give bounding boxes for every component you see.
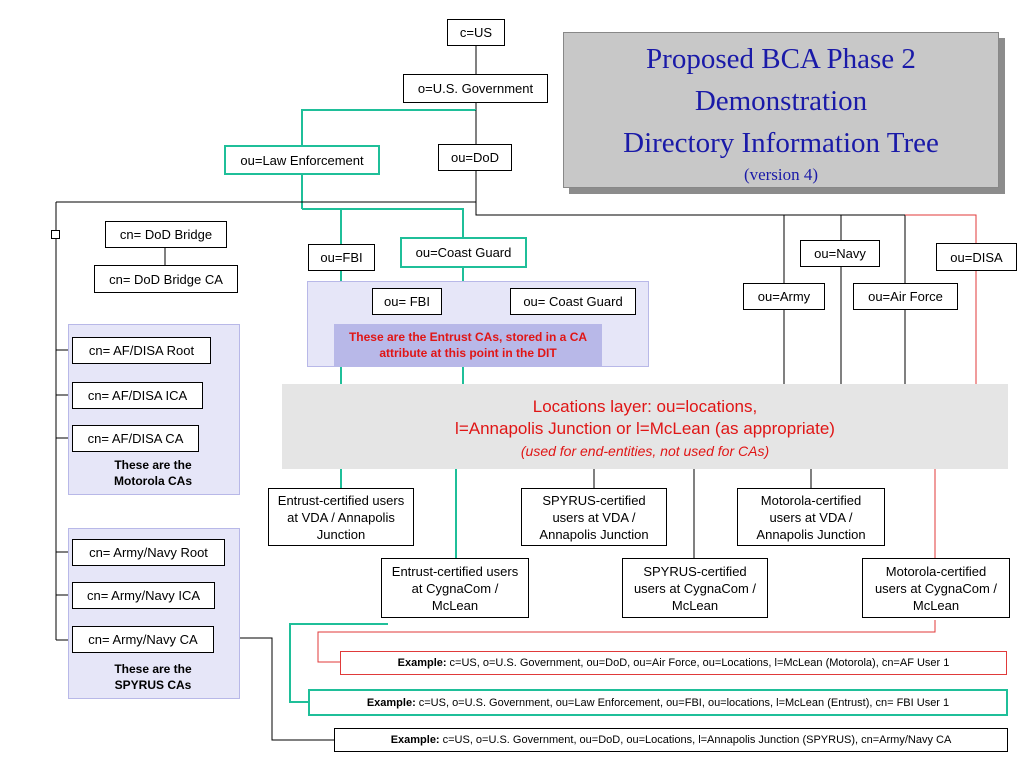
node-af-disa-ca: cn= AF/DISA CA — [72, 425, 199, 452]
example-label: Example: — [397, 657, 447, 669]
motorola-cas-label: These are the Motorola CAs — [114, 458, 192, 488]
users-motorola-cygnacom: Motorola-certified users at CygnaCom / M… — [862, 558, 1010, 618]
node-ou-disa: ou=DISA — [936, 243, 1017, 271]
node-af-disa-root: cn= AF/DISA Root — [72, 337, 211, 364]
connector — [289, 623, 388, 703]
node-ou-coast-guard-ca: ou= Coast Guard — [510, 288, 636, 315]
connector — [317, 620, 936, 663]
connector — [905, 214, 977, 384]
node-af-disa-ica: cn= AF/DISA ICA — [72, 382, 203, 409]
example-entrust: Example:c=US, o=U.S. Government, ou=Law … — [308, 689, 1008, 716]
spyrus-cas-label: These are the SPYRUS CAs — [114, 662, 192, 692]
title-line-3: Directory Information Tree — [623, 127, 939, 159]
locations-line-3: (used for end-entities, not used for CAs… — [520, 443, 770, 459]
node-c-us: c=US — [447, 19, 505, 46]
example-text: c=US, o=U.S. Government, ou=DoD, ou=Air … — [449, 657, 950, 669]
node-ou-fbi-ca: ou= FBI — [372, 288, 442, 315]
locations-layer: Locations layer: ou=locations, l=Annapol… — [282, 384, 1008, 469]
users-entrust-vda: Entrust-certified users at VDA / Annapol… — [268, 488, 414, 546]
trunk-junction-marker — [51, 230, 60, 239]
users-motorola-vda: Motorola-certified users at VDA / Annapo… — [737, 488, 885, 546]
node-ou-law-enforcement: ou=Law Enforcement — [224, 145, 380, 175]
node-cn-dod-bridge: cn= DoD Bridge — [105, 221, 227, 248]
connector — [301, 109, 476, 146]
node-army-navy-ca: cn= Army/Navy CA — [72, 626, 214, 653]
node-cn-dod-bridge-ca: cn= DoD Bridge CA — [94, 265, 238, 293]
entrust-ca-note: These are the Entrust CAs, stored in a C… — [334, 324, 602, 366]
title-line-1: Proposed BCA Phase 2 — [646, 43, 916, 75]
connector — [214, 637, 334, 741]
example-text: c=US, o=U.S. Government, ou=DoD, ou=Loca… — [442, 734, 952, 746]
example-text: c=US, o=U.S. Government, ou=Law Enforcem… — [418, 696, 950, 709]
users-entrust-cygnacom: Entrust-certified users at CygnaCom / Mc… — [381, 558, 529, 618]
node-ou-air-force: ou=Air Force — [853, 283, 958, 310]
users-spyrus-vda: SPYRUS-certified users at VDA / Annapoli… — [521, 488, 667, 546]
node-army-navy-ica: cn= Army/Navy ICA — [72, 582, 215, 609]
locations-line-1: Locations layer: ou=locations, — [532, 397, 758, 416]
title-card: Proposed BCA Phase 2 Demonstration Direc… — [563, 32, 999, 188]
example-label: Example: — [366, 696, 416, 709]
node-ou-fbi: ou=FBI — [308, 244, 375, 271]
users-spyrus-cygnacom: SPYRUS-certified users at CygnaCom / McL… — [622, 558, 768, 618]
locations-line-2: l=Annapolis Junction or l=McLean (as app… — [455, 419, 835, 438]
title-version: (version 4) — [743, 165, 819, 184]
title-line-2: Demonstration — [694, 85, 868, 117]
node-ou-coast-guard: ou=Coast Guard — [400, 237, 527, 268]
node-ou-navy: ou=Navy — [800, 240, 880, 267]
node-ou-army: ou=Army — [743, 283, 825, 310]
node-o-us-government: o=U.S. Government — [403, 74, 548, 103]
example-spyrus: Example:c=US, o=U.S. Government, ou=DoD,… — [334, 728, 1008, 752]
example-label: Example: — [390, 734, 440, 746]
node-army-navy-root: cn= Army/Navy Root — [72, 539, 225, 566]
node-ou-dod: ou=DoD — [438, 144, 512, 171]
example-motorola: Example:c=US, o=U.S. Government, ou=DoD,… — [340, 651, 1007, 675]
connector — [475, 170, 905, 216]
connector — [302, 208, 464, 237]
